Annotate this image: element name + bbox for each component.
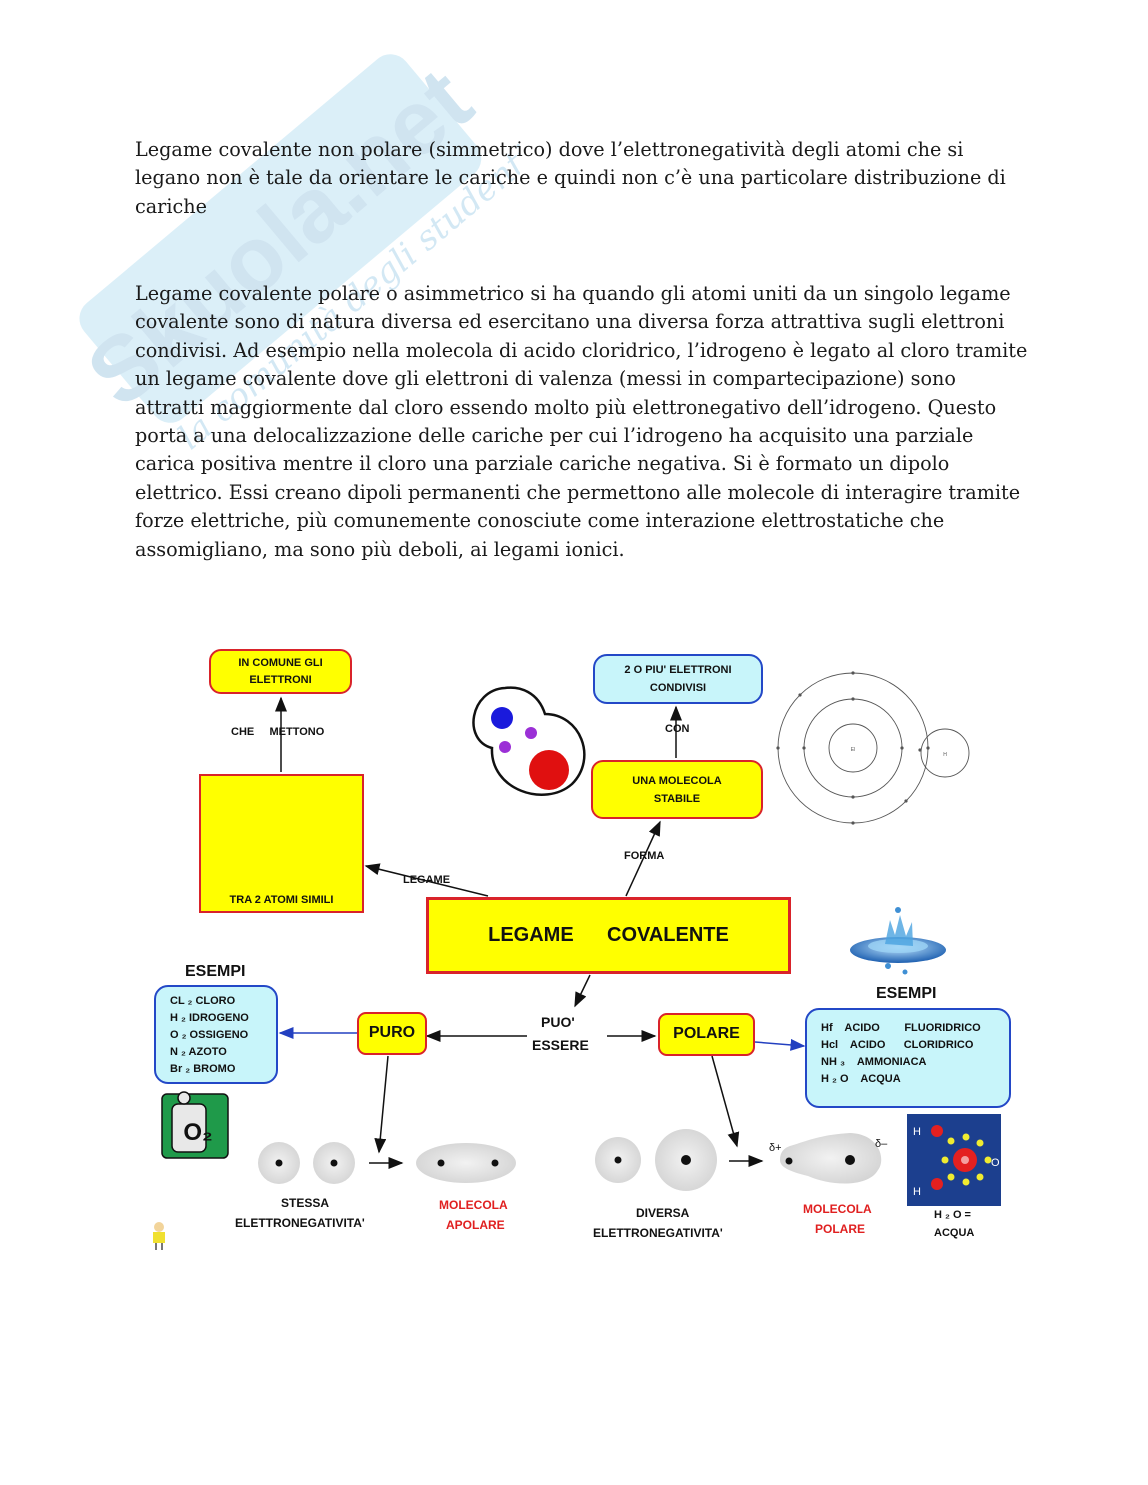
box-molecola-stabile: UNA MOLECOLA STABILE [591, 760, 763, 819]
o2-label: O₂ [183, 1119, 212, 1146]
covalent-molecule-illustration [472, 686, 586, 796]
oxygen-cylinder-icon: O₂ [161, 1091, 229, 1159]
paragraph-line: attratti maggiormente dal cloro essendo … [135, 395, 997, 419]
label-che-mettono: CHE METTONO [231, 726, 325, 738]
box-in-comune-text: IN COMUNE GLI ELETTRONI [238, 657, 323, 686]
paragraph-polar: Legame covalente polare o asimmetrico si… [135, 280, 1028, 564]
mascot-figure [153, 1222, 165, 1250]
label-stessa-elettronegativita: ELETTRONEGATIVITA' [235, 1216, 365, 1230]
water-splash-image [850, 907, 946, 975]
esempio-item: H ₂ O ACQUA [821, 1073, 901, 1085]
esempi-right-title: ESEMPI [876, 985, 937, 1002]
paragraph-line: Legame covalente non polare (simmetrico)… [135, 138, 964, 161]
paragraph-line: Legame covalente polare o asimmetrico si… [135, 282, 1011, 305]
esempio-item: N ₂ AZOTO [170, 1046, 227, 1058]
label-molecola-apolare-2: APOLARE [446, 1218, 505, 1232]
label-acqua: ACQUA [934, 1227, 975, 1239]
water-o: O [991, 1157, 1000, 1169]
label-stessa: STESSA [281, 1196, 330, 1210]
atom-small-label: H [943, 752, 947, 758]
label-forma: FORMA [624, 850, 665, 862]
esempio-item: O ₂ OSSIGENO [170, 1029, 249, 1041]
esempio-item: CL ₂ CLORO [170, 995, 236, 1007]
label-h2o: H ₂ O = [934, 1209, 971, 1221]
apolar-atoms [258, 1142, 516, 1184]
paragraph-line: porta a una delocalizzazione delle caric… [135, 424, 974, 448]
box-puro: PURO [357, 1012, 427, 1055]
box-in-comune: IN COMUNE GLI ELETTRONI [209, 649, 352, 694]
paragraph-line: un legame covalente dove gli elettroni d… [135, 367, 956, 391]
label-diversa-elettronegativita: ELETTRONEGATIVITA' [593, 1226, 723, 1240]
esempio-item: Br ₂ BROMO [170, 1063, 236, 1075]
label-molecola-apolare-1: MOLECOLA [439, 1198, 508, 1212]
arrow-to-esempi-right [754, 1038, 806, 1051]
esempio-item: NH ₃ AMMONIACA [821, 1056, 927, 1068]
box-elettroni-condivisi: 2 O PIU' ELETTRONI CONDIVISI [593, 654, 763, 704]
box-esempi-left: CL ₂ CLORO H ₂ IDROGENO O ₂ OSSIGENO N ₂… [154, 985, 278, 1084]
esempio-item: Hcl ACIDO CLORIDRICO [821, 1039, 974, 1051]
arrow-forma [625, 820, 661, 897]
label-legame: LEGAME [403, 874, 451, 886]
paragraph-line: cariche [135, 194, 207, 218]
paragraph-line: legano non è tale da orientare le carich… [135, 166, 1006, 190]
arrow-polare-down [711, 1055, 740, 1148]
label-diversa: DIVERSA [636, 1206, 690, 1220]
central-concept: LEGAME COVALENTE [488, 924, 729, 946]
arrow-legame [364, 863, 489, 897]
box-polare-text: POLARE [673, 1025, 740, 1042]
paragraph-line: elettrico. Essi creano dipoli permanenti… [135, 480, 1021, 504]
arrow-puro-down [374, 1055, 389, 1154]
label-delta-minus: δ– [875, 1138, 888, 1150]
label-molecola-polare-2: POLARE [815, 1222, 866, 1236]
label-puo: PUO' [541, 1014, 575, 1030]
box-legame-covalente: LEGAME COVALENTE [426, 897, 791, 974]
box-tra-atomi: TRA 2 ATOMI SIMILI [199, 774, 364, 913]
water-h-top: H [913, 1126, 921, 1138]
water-h-bottom: H [913, 1186, 921, 1198]
paragraph-line: carica positiva mentre il cloro una parz… [135, 452, 950, 476]
paragraph-line: condivisi. Ad esempio nella molecola di … [135, 338, 1028, 362]
water-molecule-image: H H O [907, 1114, 1001, 1206]
box-tra-atomi-text: TRA 2 ATOMI SIMILI [229, 894, 334, 906]
atom-inner-label: El [851, 747, 855, 753]
label-delta-plus: δ+ [769, 1142, 782, 1154]
paragraph-nonpolar: Legame covalente non polare (simmetrico)… [135, 136, 1015, 221]
esempio-item: H ₂ IDROGENO [170, 1012, 249, 1024]
paragraph-line: forze elettriche, più comunemente conosc… [135, 509, 945, 533]
box-puro-text: PURO [368, 1024, 416, 1041]
label-con: CON [665, 723, 690, 735]
esempi-left-title: ESEMPI [185, 963, 246, 980]
box-molecola-stabile-text: UNA MOLECOLA STABILE [632, 775, 722, 805]
atom-orbital-model [776, 671, 970, 825]
polar-atoms [595, 1129, 882, 1191]
box-elettroni-condivisi-text: 2 O PIU' ELETTRONI CONDIVISI [624, 664, 732, 694]
label-essere: ESSERE [532, 1037, 589, 1053]
label-molecola-polare-1: MOLECOLA [803, 1202, 872, 1216]
esempio-item: Hf ACIDO FLUORIDRICO [821, 1022, 981, 1034]
box-esempi-right: Hf ACIDO FLUORIDRICO Hcl ACIDO CLORIDRIC… [805, 1008, 1011, 1108]
paragraph-line: covalente sono di natura diversa ed eser… [135, 310, 1005, 334]
arrow-puo-essere [574, 974, 591, 1008]
paragraph-line: assomigliano, ma sono più deboli, ai leg… [135, 537, 625, 561]
box-polare: POLARE [658, 1013, 755, 1056]
